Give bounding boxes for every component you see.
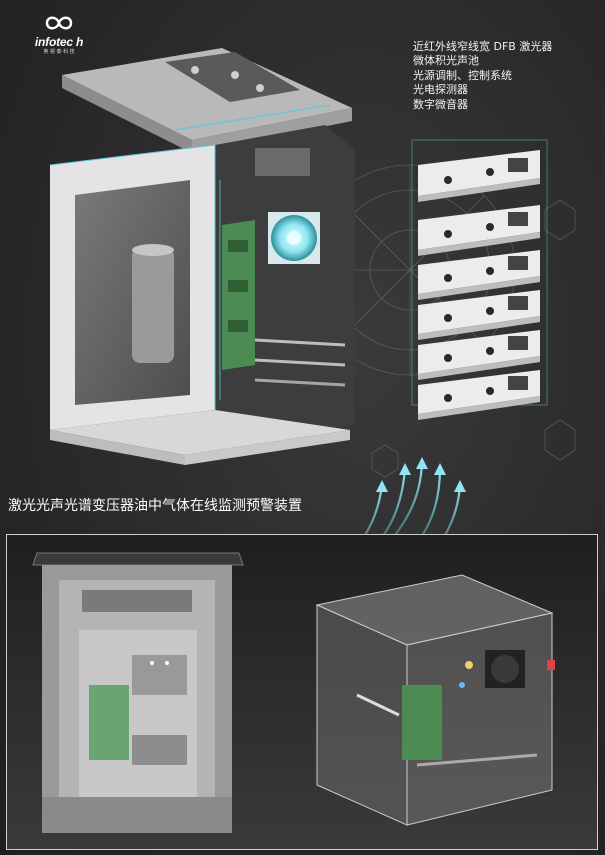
feature-item: 近红外线窄线宽 DFB 激光器 bbox=[413, 40, 553, 53]
product-caption: 激光光声光谱变压器油中气体在线监测预警装置 bbox=[8, 498, 302, 514]
feature-item: 数字微音器 bbox=[413, 97, 468, 111]
main-cabinet bbox=[49, 125, 355, 465]
outdoor-cabinet bbox=[32, 552, 244, 833]
infinity-logo-icon bbox=[45, 16, 73, 30]
brand-logo: infotec h 英 視 泰 科 技 bbox=[24, 14, 94, 60]
exploded-lid bbox=[62, 48, 352, 153]
feature-item: 光电探测器 bbox=[413, 83, 468, 97]
feature-item: 光源调制、控制系统 bbox=[413, 68, 512, 82]
feature-item: 微体积光声池 bbox=[413, 54, 479, 68]
brand-name: infotec h bbox=[34, 35, 84, 49]
enclosure-illustration bbox=[32, 552, 555, 833]
feature-list: 近红外线窄线宽 DFB 激光器 微体积光声池 光源调制、控制系统 光电探测器 数… bbox=[413, 40, 598, 112]
airflow-arrowheads bbox=[376, 457, 466, 492]
module-stack bbox=[411, 139, 548, 420]
bottom-panel bbox=[6, 534, 598, 850]
glass-cube bbox=[315, 574, 555, 826]
brand-subtitle: 英 視 泰 科 技 bbox=[43, 49, 75, 55]
